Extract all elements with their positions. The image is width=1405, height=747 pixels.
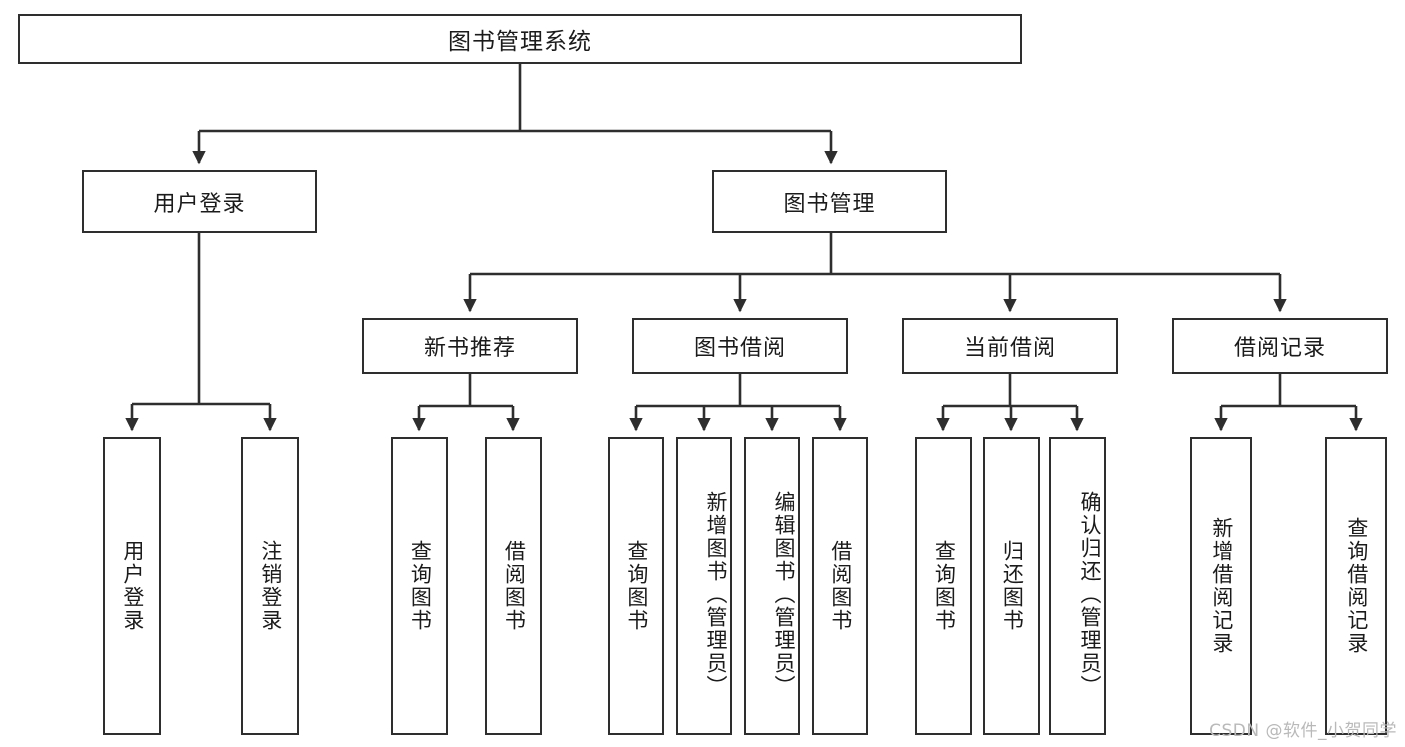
leaf-add-book-admin[interactable]: 新增图书（管理员） bbox=[676, 437, 732, 735]
leaf-add-borrow-record[interactable]: 新增借阅记录 bbox=[1190, 437, 1252, 735]
node-book-management[interactable]: 图书管理 bbox=[712, 170, 947, 233]
leaf-query-book-recommend[interactable]: 查询图书 bbox=[391, 437, 448, 735]
leaf-edit-book-admin[interactable]: 编辑图书（管理员） bbox=[744, 437, 800, 735]
leaf-query-borrow-record[interactable]: 查询借阅记录 bbox=[1325, 437, 1387, 735]
leaf-query-book-borrow[interactable]: 查询图书 bbox=[608, 437, 664, 735]
leaf-logout[interactable]: 注销登录 bbox=[241, 437, 299, 735]
node-root[interactable]: 图书管理系统 bbox=[18, 14, 1022, 64]
watermark-text: CSDN @软件_小贺同学 bbox=[1209, 721, 1397, 741]
node-book-borrow[interactable]: 图书借阅 bbox=[632, 318, 848, 374]
leaf-query-book-current[interactable]: 查询图书 bbox=[915, 437, 972, 735]
leaf-user-login[interactable]: 用户登录 bbox=[103, 437, 161, 735]
leaf-return-book[interactable]: 归还图书 bbox=[983, 437, 1040, 735]
node-new-book-recommend[interactable]: 新书推荐 bbox=[362, 318, 578, 374]
node-user-login[interactable]: 用户登录 bbox=[82, 170, 317, 233]
leaf-confirm-return-admin[interactable]: 确认归还（管理员） bbox=[1049, 437, 1106, 735]
leaf-borrow-book[interactable]: 借阅图书 bbox=[812, 437, 868, 735]
leaf-borrow-book-recommend[interactable]: 借阅图书 bbox=[485, 437, 542, 735]
node-borrow-records[interactable]: 借阅记录 bbox=[1172, 318, 1388, 374]
node-current-borrow[interactable]: 当前借阅 bbox=[902, 318, 1118, 374]
